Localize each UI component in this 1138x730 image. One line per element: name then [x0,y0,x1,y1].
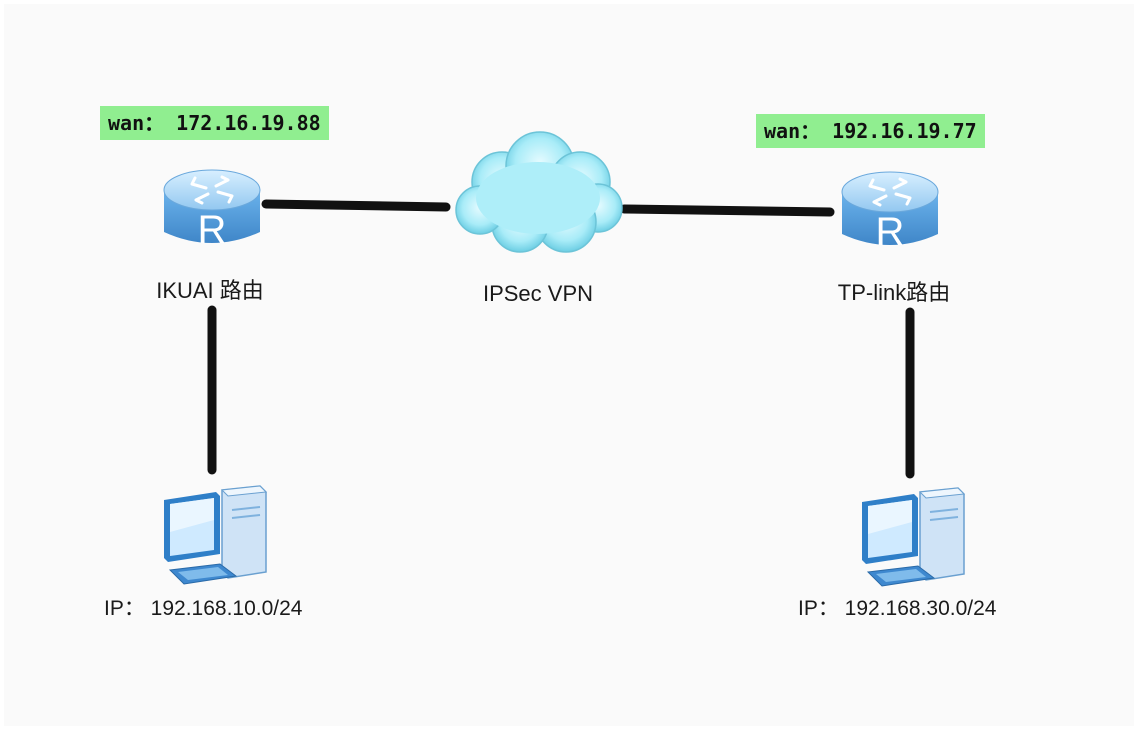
computer-icon [862,487,966,587]
ip-label-left: IP： 192.168.10.0/24 [104,597,303,620]
cloud-icon [455,131,623,253]
router-name-right: TP-link路由 [837,280,951,305]
router-icon: R [163,169,261,252]
computer-icon [164,485,268,585]
link-left-router-to-cloud [261,199,451,212]
vpn-label: IPSec VPN [482,281,594,306]
svg-text:R: R [876,210,905,254]
wan-label-left: wan： 172.16.19.88 [100,106,329,140]
wan-label-right: wan： 192.16.19.77 [756,114,985,148]
link-cloud-to-right-router [619,204,835,217]
ip-label-right: IP： 192.168.30.0/24 [798,597,997,620]
router-icon: R [841,171,939,254]
router-name-left: IKUAI 路由 [156,278,264,303]
svg-text:R: R [198,208,227,252]
